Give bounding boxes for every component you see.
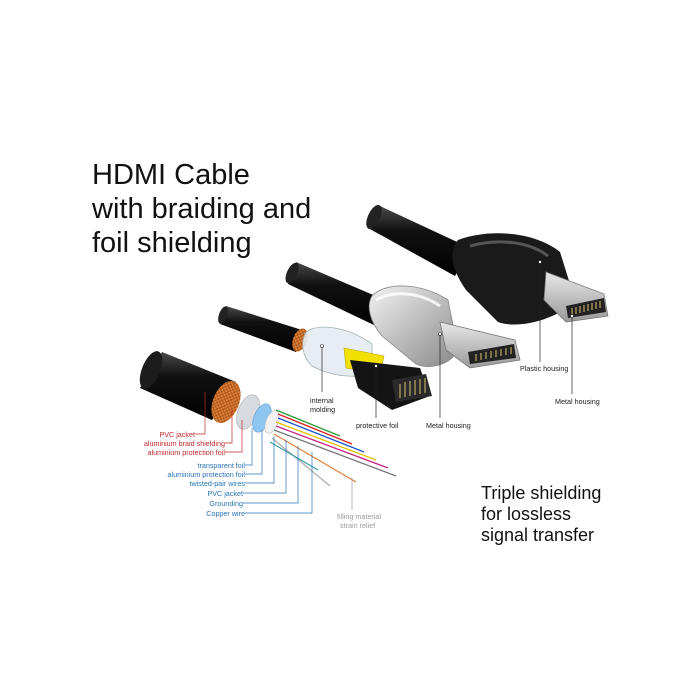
label-protective-foil: protective foil [356, 421, 399, 430]
label-molding: molding [310, 405, 336, 414]
tagline-line-1: Triple shielding [481, 483, 602, 503]
label-plastic-housing: Plastic housing [520, 364, 569, 373]
tagline-line-3: signal transfer [481, 525, 595, 545]
leader-lines [195, 262, 573, 514]
tagline: Triple shielding for lossless signal tra… [481, 483, 601, 546]
label-transparent-foil: transparent foil [197, 461, 245, 470]
label-aluminium-protection-foil: aluminium protection foil [147, 448, 225, 457]
label-internal: internal [310, 396, 334, 405]
tagline-line-2: for lossless [481, 504, 572, 524]
headline: HDMI Cable with braiding and foil shield… [92, 158, 311, 260]
headline-line-1: HDMI Cable [92, 159, 250, 191]
label-filling-material: filling material [337, 512, 381, 521]
label-pvc-jacket-inner: PVC jacket [207, 489, 243, 498]
cable-internal-molding [218, 306, 432, 410]
cable-plastic-housing [366, 204, 609, 325]
label-pvc-jacket-outer: PVC jacket [159, 430, 195, 439]
headline-line-2: with braiding and [92, 193, 312, 225]
label-metal-housing-2: Metal housing [555, 397, 600, 406]
label-aluminium-protection-foil-inner: aluminium protection foil [167, 470, 245, 479]
label-aluminium-braid-shielding: aluminium braid shielding [143, 439, 225, 448]
label-copper-wire: Copper wire [206, 509, 245, 518]
label-twisted-pair-wires: twisted-pair wires [189, 479, 245, 488]
label-metal-housing-1: Metal housing [426, 421, 471, 430]
label-grounding: Grounding [209, 499, 243, 508]
leader-dots [320, 260, 574, 368]
headline-line-3: foil shielding [92, 227, 252, 259]
cable-metal-housing [285, 262, 521, 369]
label-strain-relief: strain relief [340, 521, 376, 530]
